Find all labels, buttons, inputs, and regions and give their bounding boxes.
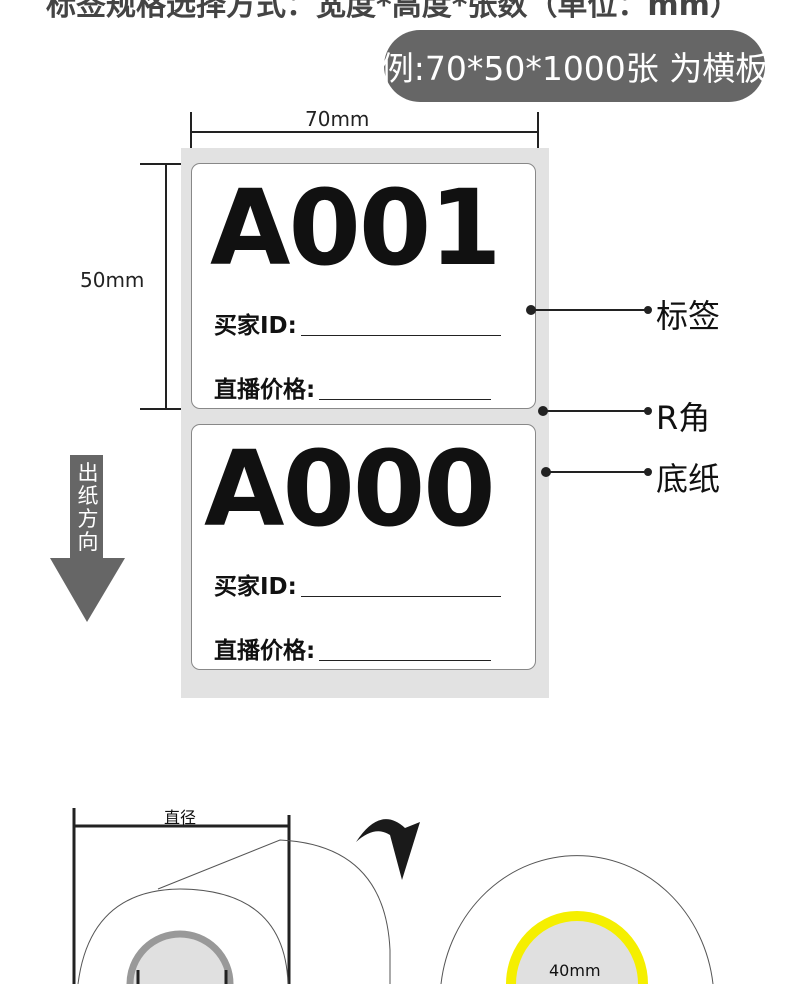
header-title: 标签规格选择方式：宽度*高度*张数（单位：mm） [46,0,740,23]
live-price-label: 直播价格: [214,377,316,403]
label-code: A001 [210,167,502,289]
height-dimension: 50mm [80,268,145,292]
buyer-id-label: 买家ID: [214,313,297,339]
label-1: A001 买家ID: 直播价格: [191,163,536,409]
label-2: A000 买家ID: 直播价格: [191,424,536,670]
callout-corner: R角 [656,399,711,437]
callout-label: 标签 [656,297,721,335]
live-price-field: 直播价格: [214,631,492,665]
buyer-id-field: 买家ID: [214,567,501,601]
feed-direction-arrow-icon [50,455,125,622]
label-code: A000 [204,428,496,550]
width-dimension: 70mm [305,107,370,131]
buyer-id-field: 买家ID: [214,306,501,340]
live-price-field: 直播价格: [214,370,492,404]
core-size-label: 40mm [549,961,601,980]
buyer-id-label: 买家ID: [214,574,297,600]
live-price-label: 直播价格: [214,638,316,664]
feed-direction-text: 出纸方向 [77,461,99,554]
callout-backing: 底纸 [656,460,721,498]
rotate-arrow-icon [356,819,420,880]
diameter-label: 直径 [164,808,197,827]
example-badge: 例:70*50*1000张 为横板 [381,30,768,102]
